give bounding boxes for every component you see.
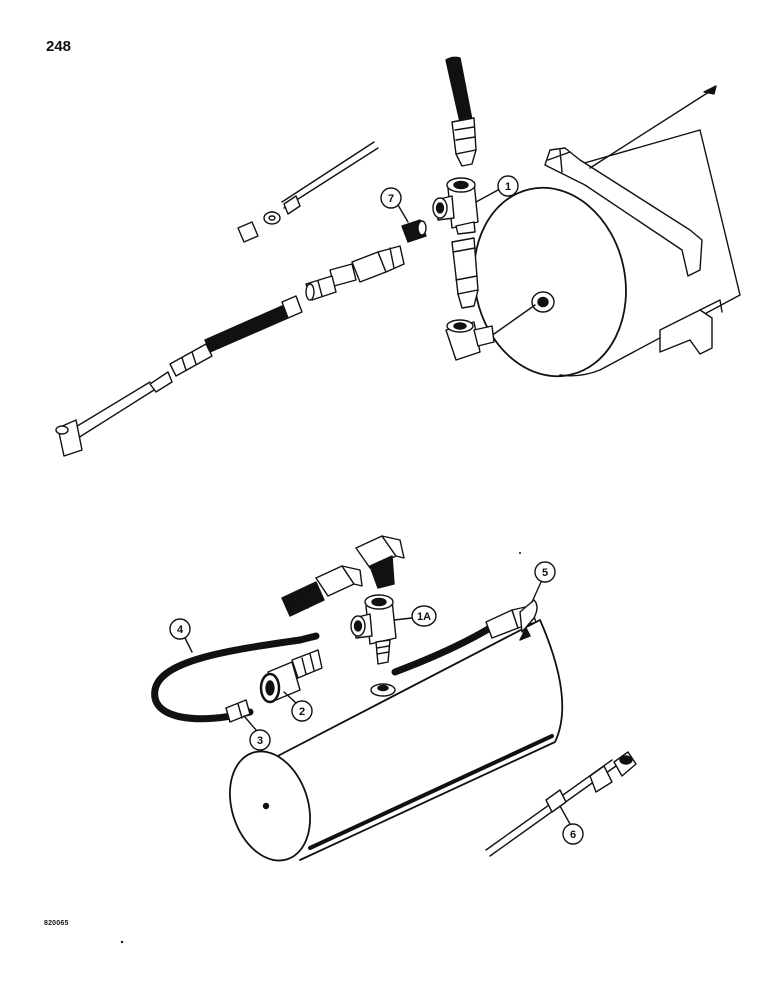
callout-6-label: 6 xyxy=(570,829,576,841)
fittings-above-tee xyxy=(281,535,405,617)
upper-vertical-hose xyxy=(445,56,477,167)
callout-7-label: 7 xyxy=(388,193,394,205)
pipe-plug xyxy=(401,219,427,243)
hose-assembly-upper xyxy=(55,295,303,457)
figure-code: 820065 xyxy=(44,920,69,927)
callout-3: 3 xyxy=(243,715,271,751)
callout-2-label: 2 xyxy=(299,706,305,718)
page-number: 248 xyxy=(46,38,72,55)
quick-coupler-lower xyxy=(259,649,323,704)
callout-4-label: 4 xyxy=(177,624,184,636)
nipple-lower xyxy=(225,699,251,723)
callout-5: 5 xyxy=(531,561,556,603)
callout-3-label: 3 xyxy=(257,735,263,747)
callout-1-label: 1 xyxy=(505,181,511,193)
tee-fitting-upper xyxy=(432,177,479,235)
callout-2: 2 xyxy=(283,691,313,722)
callout-5-label: 5 xyxy=(542,567,548,579)
callout-1a-label: 1A xyxy=(417,611,431,623)
coupler-chain-upper xyxy=(305,245,405,301)
callout-6: 6 xyxy=(559,805,584,845)
tire-gauge xyxy=(485,751,637,857)
callout-1a: 1A xyxy=(393,605,437,627)
gauge-probe-upper xyxy=(237,141,379,243)
callout-1: 1 xyxy=(475,175,519,203)
tee-fitting-lower xyxy=(350,594,397,665)
hose-end-fitting xyxy=(485,599,538,641)
lower-air-tank xyxy=(229,619,564,862)
callout-4: 4 xyxy=(169,618,193,653)
check-valve-upper xyxy=(451,237,479,309)
elbow-fitting-upper xyxy=(445,304,536,361)
callout-7: 7 xyxy=(380,187,409,223)
upper-air-tank xyxy=(473,85,741,378)
